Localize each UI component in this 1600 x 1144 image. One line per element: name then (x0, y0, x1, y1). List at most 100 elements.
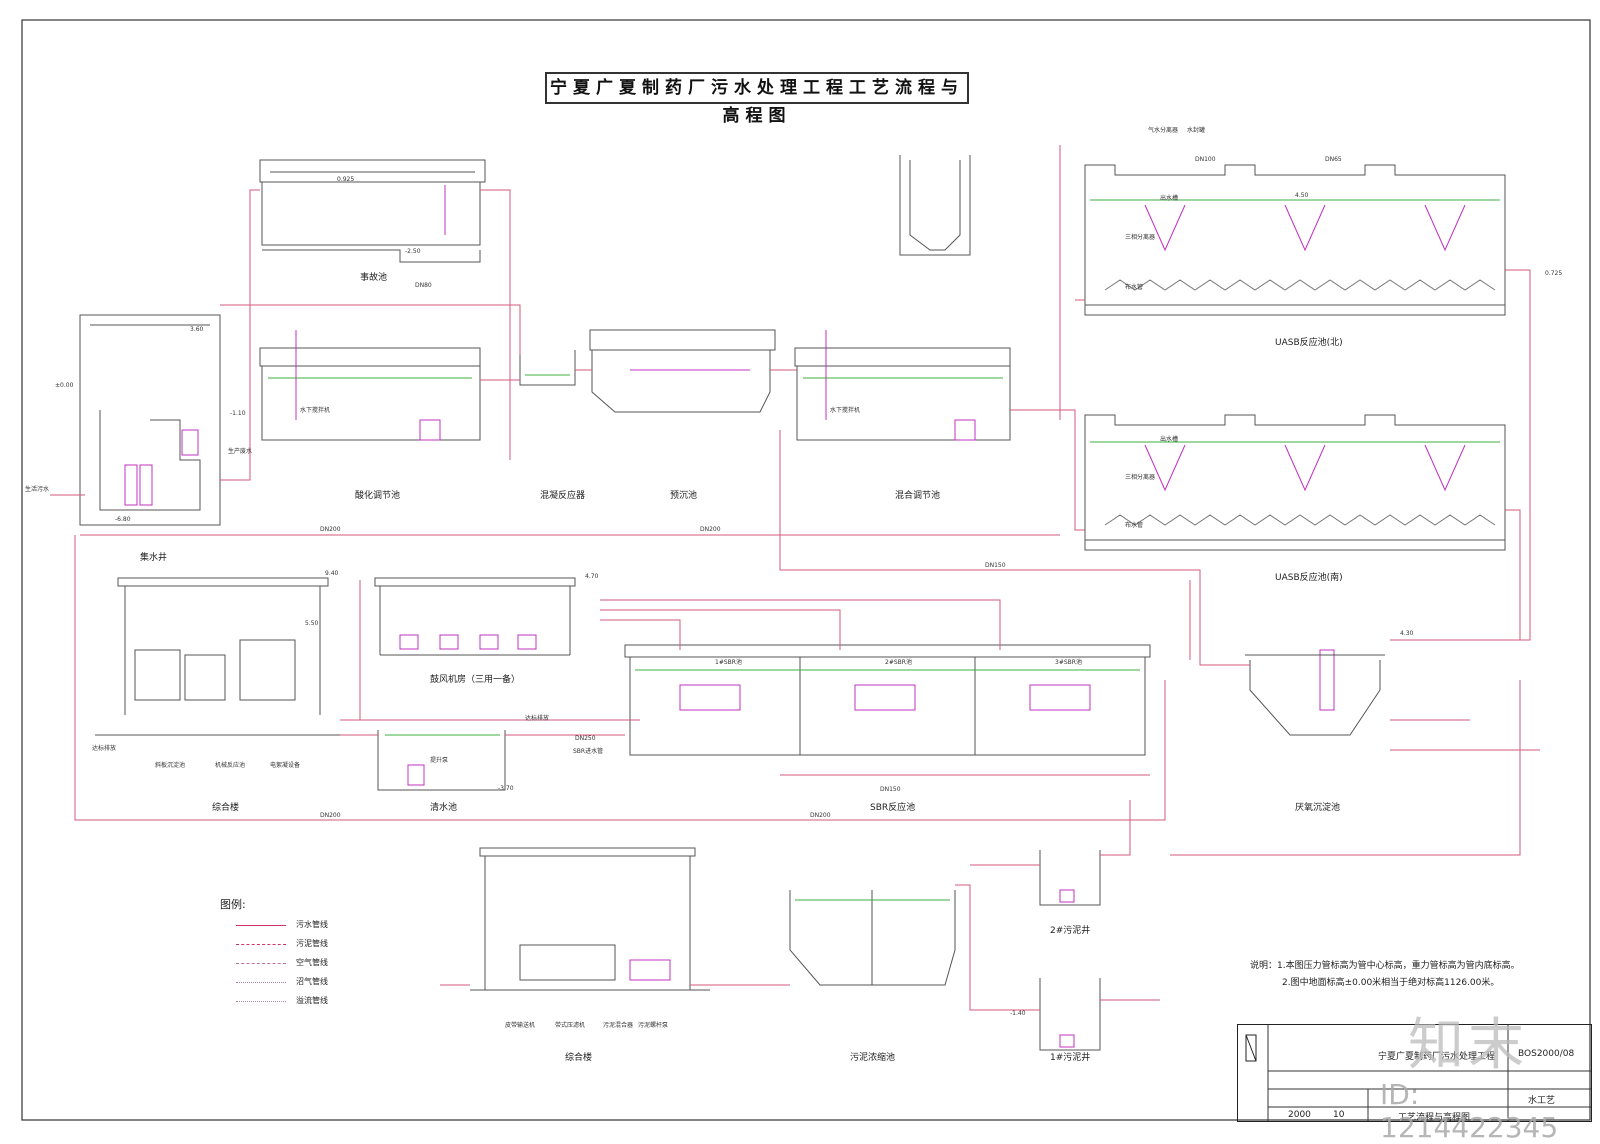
legend-item: 污泥管线 (236, 937, 376, 951)
sbr-label: SBR反应池 (870, 803, 916, 813)
sbr1-label: 1#SBR池 (715, 659, 742, 666)
anaerobic-settle-label: 厌氧沉淀池 (1295, 803, 1341, 813)
sbr-shape (624, 644, 1151, 756)
coag-tank-shape (519, 350, 576, 386)
sludge-well-2-label: 2#污泥井 (1050, 926, 1091, 936)
mixer-label-1: 水下搅拌机 (300, 407, 331, 414)
anaerobic-settle-shape (1245, 649, 1385, 736)
pipelines (50, 145, 1540, 1011)
distributor-label-s: 布水管 (1125, 522, 1144, 529)
uasb-south-shape (1084, 414, 1506, 551)
note-line-1: 说明：1.本图压力管标高为管中心标高，重力管标高为管内底标高。 (1250, 961, 1520, 971)
pre-settle-shape (589, 329, 776, 413)
discharge-label-2: 达标排放 (525, 715, 550, 722)
pre-settle-label: 预沉池 (670, 491, 698, 501)
sub-label-b: 机械反应池 (215, 762, 246, 769)
sub-label-f: 污泥混合器 (603, 1022, 634, 1029)
dn-label-9: DN65 (1325, 156, 1342, 163)
watermark-logo: 知末 (1408, 1013, 1528, 1078)
elev-label-12: -1.40 (1010, 1010, 1026, 1017)
triphase-label-n: 三相分离器 (1125, 234, 1156, 241)
legend-line (236, 982, 286, 983)
raw-water-label: 生活污水 (25, 486, 50, 493)
elev-label-2: 3.60 (190, 326, 204, 333)
elev-label-14: -6.80 (115, 516, 131, 523)
dn-label-5: DN150 (985, 562, 1006, 569)
mixer-label-2: 水下搅拌机 (830, 407, 861, 414)
acid-tank-label: 酸化调节池 (355, 491, 401, 501)
legend-label: 空气管线 (296, 958, 328, 967)
dn-label-1: DN200 (320, 526, 341, 533)
mix-tank-label: 混合调节池 (895, 491, 941, 501)
prod-water-label: 生产废水 (228, 448, 253, 455)
drawing-number: BOS2000/08 (1518, 1049, 1575, 1059)
sub-label-d: 皮带输送机 (505, 1022, 536, 1029)
accident-pool-shape (259, 159, 486, 263)
legend-line (236, 925, 286, 926)
legend-line (236, 963, 286, 964)
clear-pool-label: 清水池 (430, 803, 458, 813)
elev-label-10: 4.50 (1295, 192, 1309, 199)
collect-well-shape (79, 314, 221, 526)
uasb-north-label: UASB反应池(北) (1275, 338, 1343, 348)
overflow-label-n: 出水槽 (1160, 195, 1179, 202)
project-name: 宁夏广夏制药厂污水处理工程 (1378, 1052, 1496, 1062)
dn-label-4: DN200 (810, 812, 831, 819)
gas-sep-label: 气水分离器 (1148, 127, 1179, 134)
sbr-pipe-label: SBR进水管 (573, 748, 604, 755)
sbr3-label: 3#SBR池 (1055, 659, 1082, 666)
sheet-name: 工艺流程与高程图 (1398, 1113, 1471, 1123)
dn-label-7: DN100 (1195, 156, 1216, 163)
acid-tank-shape (259, 330, 481, 441)
lift-pump-label: 提升泵 (430, 757, 449, 764)
sub-label-c: 电絮凝设备 (270, 762, 301, 769)
elev-label-8: -2.50 (405, 248, 421, 255)
legend-label: 污泥管线 (296, 939, 328, 948)
blower-room-shape (374, 577, 576, 656)
building-top-label: 综合楼 (212, 803, 240, 813)
note-line-2: 2.图中地面标高±0.00米相当于绝对标高1126.00米。 (1282, 978, 1500, 988)
elev-label-4: 9.40 (325, 570, 339, 577)
legend-label: 污水管线 (296, 920, 328, 929)
building-bottom-label: 综合楼 (565, 1053, 593, 1063)
distributor-label-n: 布水管 (1125, 284, 1144, 291)
accident-pool-label: 事故池 (360, 273, 388, 283)
watermark-id: ID: 1214422345 (1380, 1078, 1559, 1144)
clear-pool-shape (377, 730, 506, 791)
sludge-well-1-label: 1#污泥井 (1050, 1053, 1091, 1063)
discipline: 水工艺 (1528, 1096, 1556, 1106)
sub-label-e: 带式压滤机 (555, 1022, 586, 1029)
sub-label-g: 污泥螺杆泵 (638, 1022, 669, 1029)
elev-label-5: 4.70 (585, 573, 599, 580)
dn-label-10: DN250 (575, 735, 596, 742)
title-block: 宁夏广夏制药厂污水处理工程 BOS2000/08 水工艺 工艺流程与高程图 20… (1237, 1024, 1592, 1123)
blower-label: 鼓风机房（三用一备） (430, 675, 521, 685)
legend-item: 沼气管线 (236, 975, 376, 989)
sbr2-label: 2#SBR池 (885, 659, 912, 666)
sludge-thick-label: 污泥浓缩池 (850, 1053, 896, 1063)
month: 10 (1333, 1110, 1345, 1120)
triphase-label-s: 三相分离器 (1125, 474, 1156, 481)
building-bottom-shape (470, 847, 710, 991)
sub-label-a: 斜板沉淀池 (155, 762, 186, 769)
sludge-well-1-shape (1039, 978, 1101, 1051)
coag-tank-label: 混凝反应器 (540, 491, 586, 501)
legend-label: 沼气管线 (296, 977, 328, 986)
elev-label-7: 4.30 (1400, 630, 1414, 637)
elev-label-1: ±0.00 (55, 382, 74, 389)
legend-line (236, 944, 286, 945)
legend-line (236, 1001, 286, 1002)
sludge-thick-shape (789, 890, 956, 986)
elev-label-3: -1.10 (230, 410, 246, 417)
discharge-label-1: 达标排放 (92, 745, 117, 752)
middle-tower-shape (899, 155, 971, 256)
uasb-north-shape (1084, 164, 1506, 316)
dn-label-8: DN80 (415, 282, 432, 289)
legend-label: 溢流管线 (296, 996, 328, 1005)
dn-label-3: DN200 (320, 812, 341, 819)
elev-label-9: 0.925 (337, 176, 355, 183)
sheet-border (21, 19, 1591, 1121)
elev-label-13: -3.70 (498, 785, 514, 792)
overflow-label-s: 出水槽 (1160, 436, 1179, 443)
